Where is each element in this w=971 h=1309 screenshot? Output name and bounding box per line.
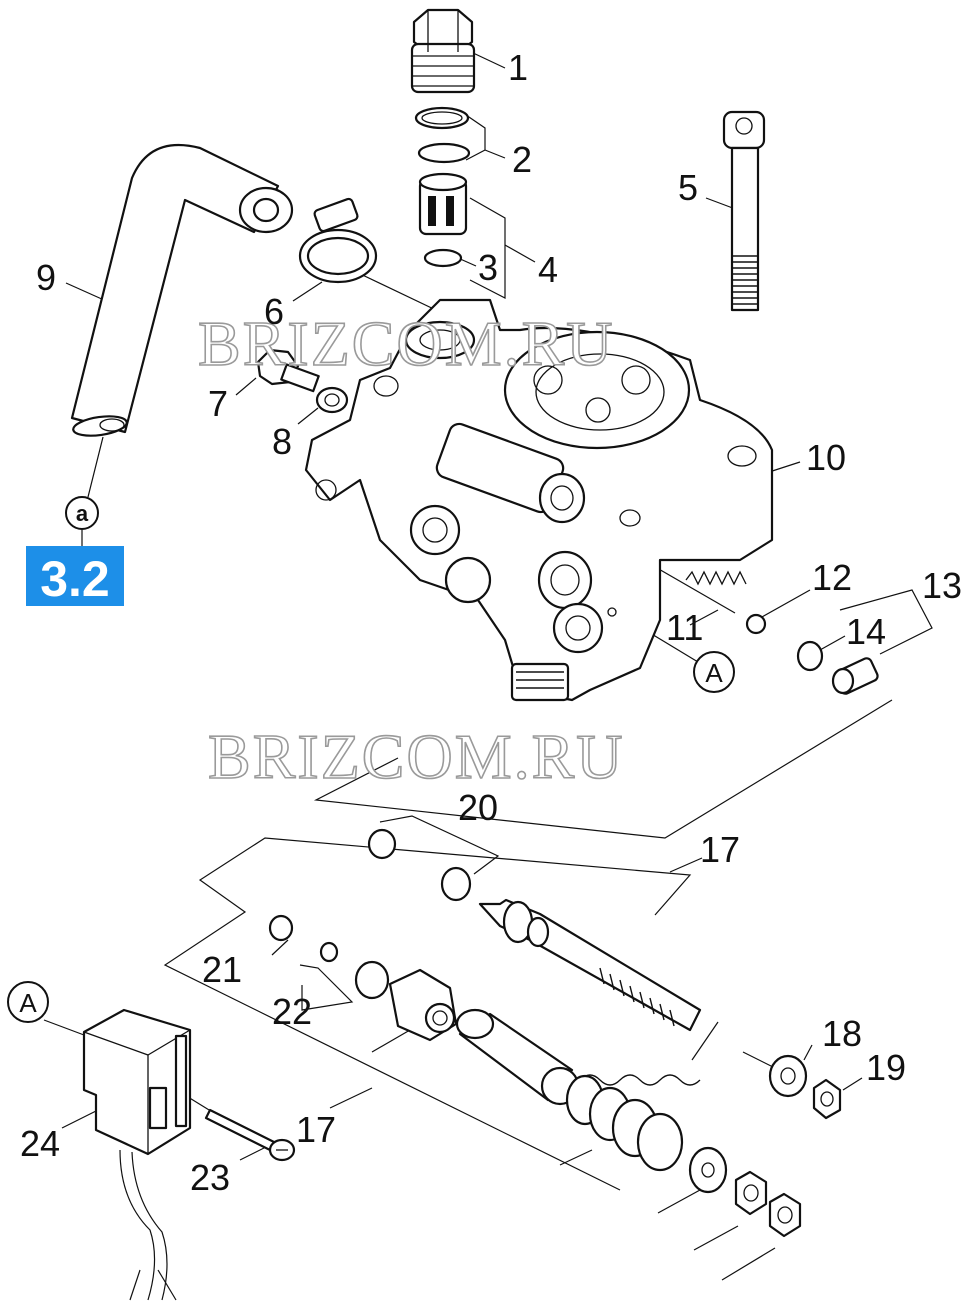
part-label-14: 14 (846, 611, 886, 652)
part-label-22: 22 (272, 991, 312, 1032)
hose-clamp-part-6 (298, 197, 378, 284)
washer-nut-stack (688, 1146, 802, 1238)
connector-marker-label: A (705, 658, 723, 688)
connector-marker-a-upper: A (693, 651, 735, 693)
part-label-1: 1 (508, 47, 528, 88)
part-label-21: 21 (202, 949, 242, 990)
screw-part-7 (256, 348, 320, 393)
reference-badge[interactable]: 3.2 (26, 546, 124, 607)
washer-part-18 (768, 1054, 808, 1098)
part-label-20: 20 (458, 787, 498, 828)
ring-part-21 (268, 914, 294, 942)
reference-circle-label: a (76, 501, 89, 526)
connector-marker-a-lower: A (7, 981, 49, 1023)
part-label-7: 7 (208, 383, 228, 424)
part-label-18: 18 (822, 1013, 862, 1054)
ball-part-12 (745, 613, 767, 635)
part-number-labels: 1 2 3 4 5 6 7 8 9 10 11 12 13 14 17 17 1… (20, 47, 962, 1198)
plug-part-1 (410, 8, 476, 94)
sleeve-part (455, 1008, 580, 1106)
part-label-23: 23 (190, 1157, 230, 1198)
rings-part-22 (319, 941, 390, 1000)
part-label-24: 24 (20, 1123, 60, 1164)
part-label-3: 3 (478, 247, 498, 288)
watermark-upper: BRIZCOM.RU (198, 308, 615, 379)
part-label-10: 10 (806, 437, 846, 478)
part-label-6: 6 (264, 291, 284, 332)
connector-marker-label: A (19, 988, 37, 1018)
nut-part-19 (812, 1078, 842, 1120)
pressure-switch-part-24 (82, 1008, 192, 1301)
rings-part-20 (367, 828, 472, 902)
hose-part-9 (70, 143, 294, 437)
spring-part-11 (685, 570, 747, 586)
pump-head-part-10 (304, 298, 774, 702)
watermark-lower: BRIZCOM.RU (208, 721, 625, 792)
part-label-17-lower: 17 (296, 1109, 336, 1150)
part-label-19: 19 (866, 1047, 906, 1088)
screw-plug-part-13 (831, 657, 879, 695)
reference-badge-label[interactable]: 3.2 (40, 551, 110, 607)
piston-rod-part-17 (478, 898, 702, 1032)
part-label-17-upper: 17 (700, 829, 740, 870)
part-label-4: 4 (538, 249, 558, 290)
part-label-12: 12 (812, 557, 852, 598)
spring-part (565, 1074, 701, 1172)
o-ring-part-14 (796, 640, 824, 672)
o-rings-parts-2-3 (414, 106, 471, 268)
bolt-part-5 (722, 110, 766, 312)
valve-cage-part-4 (418, 172, 468, 236)
part-label-9: 9 (36, 257, 56, 298)
reference-circle-a: a (65, 496, 99, 530)
part-label-8: 8 (272, 421, 292, 462)
part-label-13: 13 (922, 565, 962, 606)
washer-part-8 (315, 386, 349, 414)
screw-part-23 (204, 1108, 296, 1162)
part-label-5: 5 (678, 167, 698, 208)
part-label-2: 2 (512, 139, 532, 180)
seal-holder-part (388, 968, 458, 1042)
part-label-11: 11 (666, 607, 703, 648)
